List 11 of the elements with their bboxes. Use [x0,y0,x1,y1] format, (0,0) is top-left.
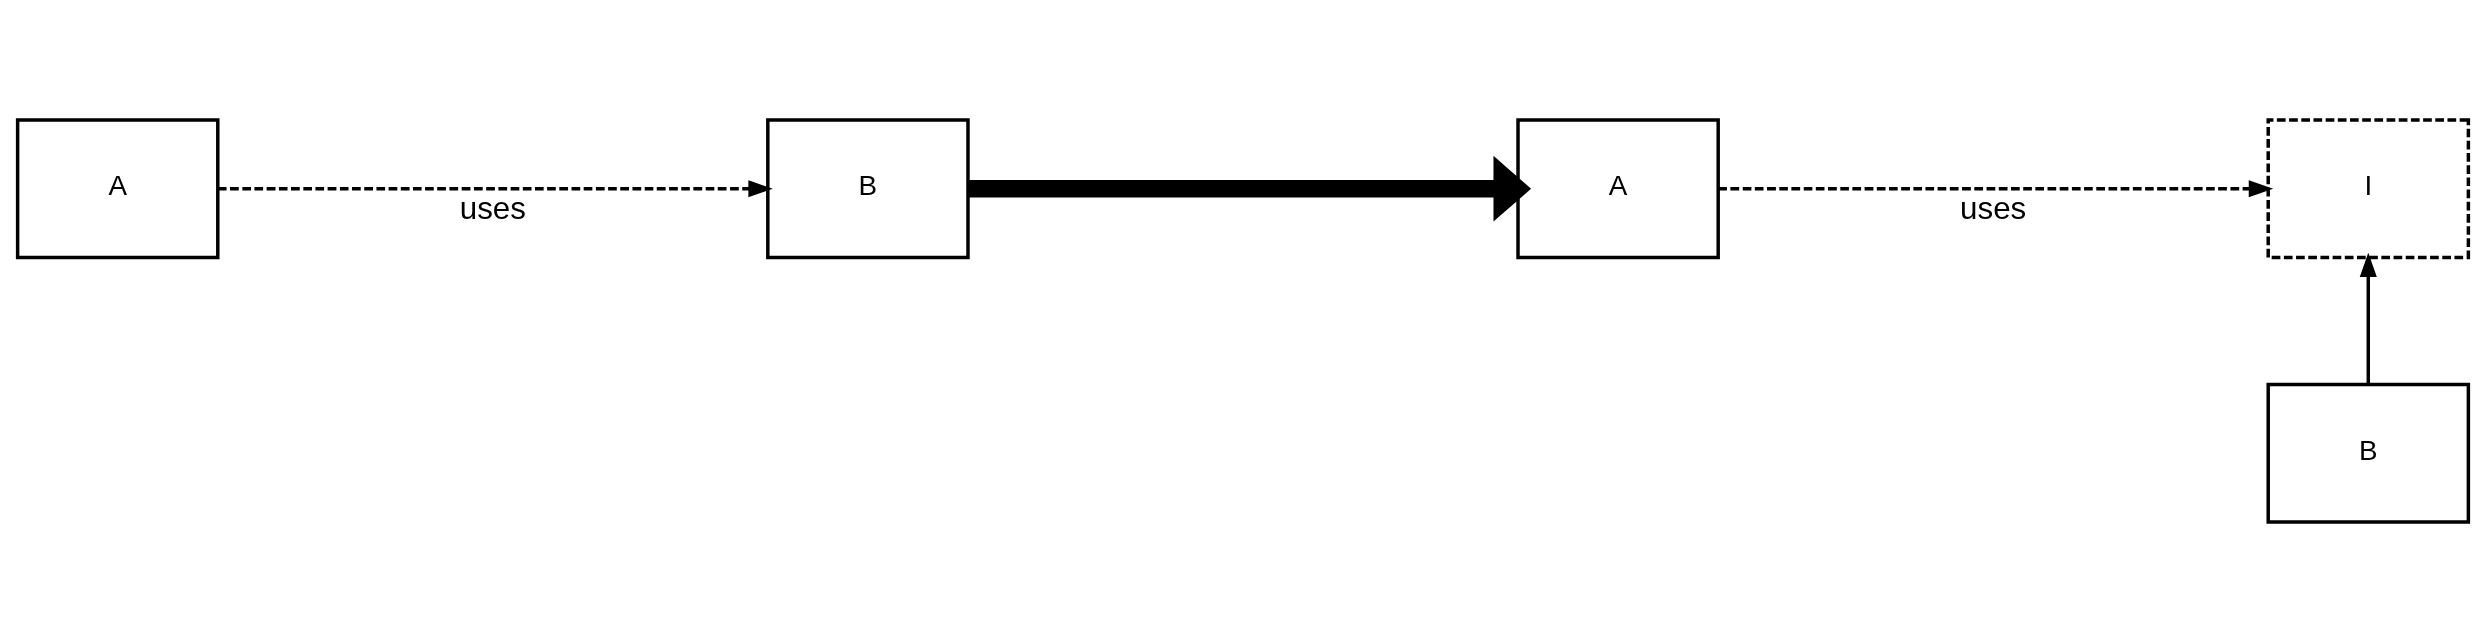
arrow [968,155,1532,222]
node-box: B [766,117,970,259]
arrow [1718,179,2274,197]
edge-label: uses [1960,190,2027,226]
arrow [218,179,773,197]
node-box: I [2266,117,2471,259]
node-box: A [1516,117,1720,259]
arrow [2359,252,2377,384]
node-box: B [2266,382,2471,524]
edge-label: uses [459,190,526,226]
node-box: A [15,117,220,259]
